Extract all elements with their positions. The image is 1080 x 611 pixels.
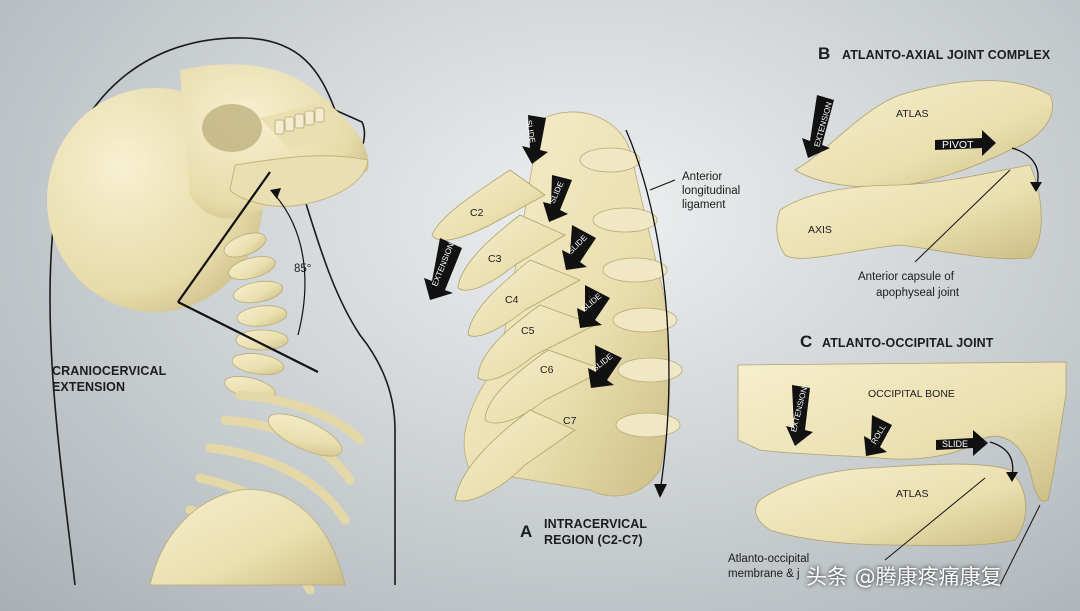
ligament-label-1: Anterior	[682, 171, 723, 183]
cervical-column	[431, 111, 683, 502]
ligament-label-2: longitudinal	[682, 185, 741, 197]
arrows-c	[786, 385, 988, 456]
ligament-arrow	[625, 129, 670, 493]
shoulder	[149, 489, 346, 586]
atlas-axis	[776, 80, 1053, 260]
axis-label-b: AXIS	[808, 224, 832, 236]
vertebra-c3: C3	[488, 253, 502, 265]
head-outline	[49, 37, 396, 586]
vertebra-c5: C5	[521, 325, 535, 337]
watermark: 头条 @腾康疼痛康复	[806, 565, 1002, 589]
cranio-title-1: CRANIOCERVICAL	[52, 364, 167, 378]
panel-c-title: ATLANTO-OCCIPITAL JOINT	[822, 336, 994, 350]
angle-arc	[274, 194, 306, 336]
panel-b-title: ATLANTO-AXIAL JOINT COMPLEX	[842, 48, 1051, 62]
capsule-label-2: apophyseal joint	[876, 287, 960, 299]
membrane-label-1: Atlanto-occipital	[728, 553, 810, 565]
panel-a-title-2: REGION (C2-C7)	[544, 533, 643, 547]
membrane-label-2: membrane & j	[728, 568, 800, 580]
vertebra-c7: C7	[563, 415, 577, 427]
angle-lines	[177, 171, 319, 373]
capsule-label-1: Anterior capsule of	[858, 271, 954, 283]
vertebra-c6: C6	[540, 364, 554, 376]
skull	[47, 64, 369, 312]
cranio-title-2: EXTENSION	[52, 380, 126, 394]
pivot-label: PIVOT	[942, 139, 974, 151]
neck-spine	[223, 232, 289, 400]
atlas-label-c: ATLAS	[896, 488, 929, 500]
ligament-label-3: ligament	[682, 199, 726, 211]
panel-a-letter: A	[520, 522, 533, 541]
slide-arrows-a	[424, 115, 622, 388]
vertebra-c4: C4	[505, 294, 519, 306]
atlas-label-b: ATLAS	[896, 108, 929, 120]
angle-label: 85°	[294, 263, 312, 275]
panel-a-title-1: INTRACERVICAL	[544, 517, 648, 531]
panel-b-letter: B	[818, 44, 831, 63]
occipital-label: OCCIPITAL BONE	[868, 388, 955, 400]
vertebra-c2: C2	[470, 207, 484, 219]
occiput-atlas	[737, 361, 1067, 546]
panel-c-letter: C	[800, 332, 813, 351]
arrows-b	[802, 95, 996, 158]
slide-label-c: SLIDE	[942, 439, 969, 449]
